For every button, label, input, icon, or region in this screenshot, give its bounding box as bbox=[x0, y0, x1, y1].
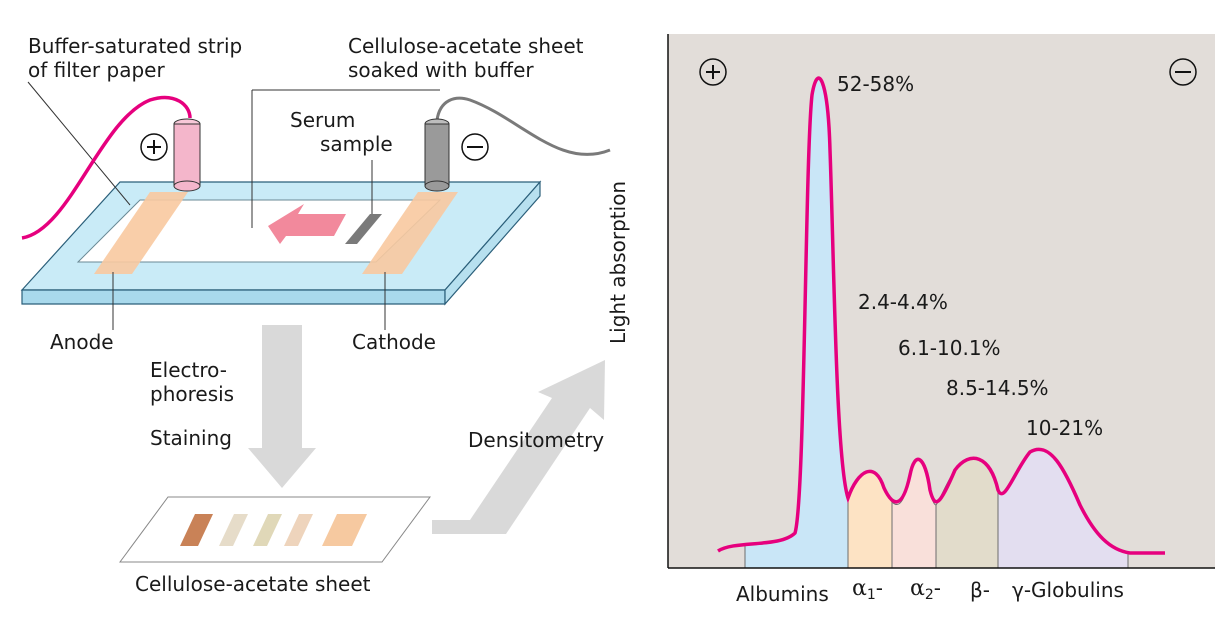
pct-gamma: 10-21% bbox=[1026, 416, 1104, 440]
alpha1-suffix: - bbox=[875, 576, 883, 600]
fraction-albumins: Albumins bbox=[736, 582, 829, 606]
cathode-electrode bbox=[424, 123, 450, 187]
fraction-gamma: γ-Globulins bbox=[1012, 578, 1124, 602]
electrophoresis-line-1: Electro- bbox=[150, 358, 227, 382]
pct-alpha2: 6.1-10.1% bbox=[898, 336, 1001, 360]
buffer-plate-front bbox=[21, 289, 446, 305]
buffer-strip-line-1: Buffer-saturated strip bbox=[28, 34, 243, 58]
stained-sheet bbox=[119, 496, 431, 563]
anode-filter-strip bbox=[94, 192, 188, 274]
fraction-beta: β- bbox=[970, 578, 990, 602]
pct-alpha1: 2.4-4.4% bbox=[858, 290, 948, 314]
cathode-label: Cathode bbox=[352, 330, 436, 354]
chart-plus-symbol bbox=[699, 58, 727, 86]
densitometry-label: Densitometry bbox=[468, 428, 605, 452]
migration-arrow bbox=[268, 204, 346, 244]
electrophoresis-label: Electro- phoresis bbox=[150, 358, 234, 406]
process-arrow-down bbox=[248, 325, 316, 488]
alpha1-symbol: α bbox=[852, 576, 867, 601]
pct-beta: 8.5-14.5% bbox=[946, 376, 1049, 400]
serum-line-2: sample bbox=[320, 132, 393, 156]
band-gamma bbox=[322, 514, 367, 546]
y-axis-label: Light absorption bbox=[606, 180, 630, 344]
fraction-alpha2: α2- bbox=[910, 576, 941, 603]
cellulose-sheet-label: Cellulose-acetate sheet soaked with buff… bbox=[348, 34, 584, 82]
serum-sample-label: Serum sample bbox=[290, 108, 393, 156]
cellulose-sheet-bottom-label: Cellulose-acetate sheet bbox=[135, 572, 371, 596]
cellulose-sheet-line-1: Cellulose-acetate sheet bbox=[348, 34, 584, 58]
alpha2-sub: 2 bbox=[924, 587, 934, 603]
pct-albumin: 52-58% bbox=[837, 72, 915, 96]
alpha2-suffix: - bbox=[933, 576, 941, 600]
anode-wire bbox=[21, 95, 192, 240]
cathode-wire bbox=[435, 96, 611, 156]
buffer-strip-label: Buffer-saturated strip of filter paper bbox=[28, 34, 242, 82]
fraction-alpha1: α1- bbox=[852, 576, 883, 603]
staining-label: Staining bbox=[150, 426, 232, 450]
buffer-strip-line-2: of filter paper bbox=[28, 58, 165, 82]
serum-line-1: Serum bbox=[290, 108, 356, 132]
cathode-electrode-bottom bbox=[424, 180, 450, 192]
leader-buffer-strip bbox=[27, 81, 131, 206]
anode-label: Anode bbox=[50, 330, 114, 354]
band-alpha2 bbox=[253, 514, 282, 546]
anode-electrode-bottom bbox=[173, 180, 201, 192]
band-alpha1 bbox=[219, 514, 248, 546]
densitometry-curve bbox=[717, 76, 1165, 555]
alpha1-sub: 1 bbox=[866, 587, 876, 603]
alpha2-symbol: α bbox=[910, 576, 925, 601]
cellulose-sheet-line-2: soaked with buffer bbox=[348, 58, 534, 82]
chart-minus-symbol bbox=[1169, 58, 1197, 86]
anode-electrode bbox=[173, 123, 201, 187]
densitometry-arrow bbox=[432, 360, 605, 534]
chart-background bbox=[668, 34, 1215, 568]
buffer-plate-side bbox=[444, 180, 541, 306]
serum-sample-band bbox=[345, 214, 382, 244]
band-albumin bbox=[180, 514, 213, 546]
cathode-filter-strip bbox=[362, 192, 458, 274]
band-beta bbox=[284, 514, 313, 546]
electrophoresis-line-2: phoresis bbox=[150, 382, 235, 406]
